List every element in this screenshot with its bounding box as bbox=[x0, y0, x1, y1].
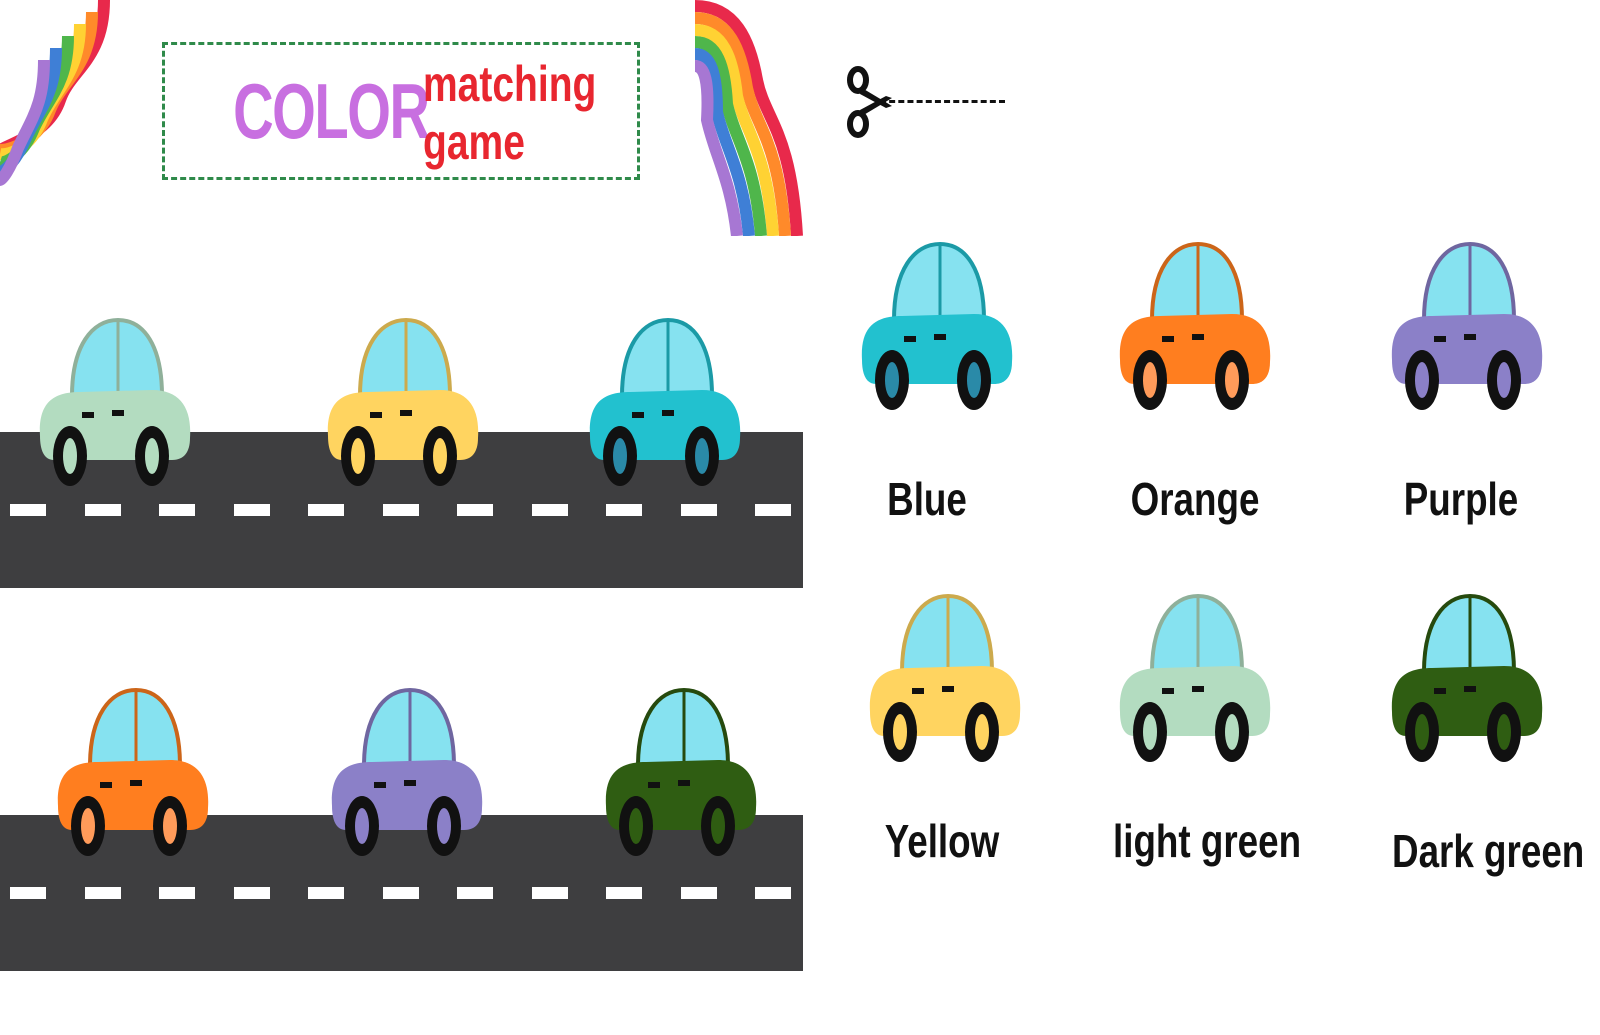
lane-dash bbox=[159, 887, 195, 899]
road-car-6[interactable] bbox=[600, 686, 760, 862]
road-2 bbox=[0, 815, 803, 971]
scissors-icon bbox=[846, 66, 896, 142]
lane-dash bbox=[755, 887, 791, 899]
lane-dash bbox=[755, 504, 791, 516]
car-icon bbox=[589, 317, 741, 486]
lane-dash bbox=[233, 887, 270, 899]
car-icon bbox=[1119, 593, 1271, 762]
lane-dash bbox=[10, 504, 46, 516]
label-orange: Orange bbox=[1130, 473, 1260, 525]
lane-dash bbox=[531, 504, 568, 516]
lane-markings bbox=[0, 887, 803, 899]
cutout-car-purple[interactable] bbox=[1386, 240, 1546, 416]
title-frame: COLOR matching game bbox=[162, 42, 640, 180]
lane-dash bbox=[382, 504, 419, 516]
road-car-5[interactable] bbox=[326, 686, 486, 862]
lane-dash bbox=[308, 504, 344, 516]
road-car-2[interactable] bbox=[322, 316, 482, 492]
lane-dash bbox=[680, 504, 717, 516]
cut-line bbox=[880, 100, 1005, 103]
label-light-green: light green bbox=[1113, 815, 1302, 867]
cutout-car-orange[interactable] bbox=[1114, 240, 1274, 416]
label-yellow: Yellow bbox=[884, 815, 1000, 867]
lane-dash bbox=[84, 887, 121, 899]
cutout-car-light-green[interactable] bbox=[1114, 592, 1274, 768]
road-car-1[interactable] bbox=[34, 316, 194, 492]
road-car-4[interactable] bbox=[52, 686, 212, 862]
car-icon bbox=[1391, 593, 1543, 762]
car-icon bbox=[1391, 241, 1543, 410]
car-icon bbox=[327, 317, 479, 486]
lane-dash bbox=[10, 887, 46, 899]
car-icon bbox=[331, 687, 483, 856]
rainbow-right-icon bbox=[695, 0, 803, 236]
lane-dash bbox=[457, 504, 493, 516]
car-icon bbox=[57, 687, 209, 856]
label-purple: Purple bbox=[1403, 473, 1519, 525]
lane-dash bbox=[233, 504, 270, 516]
lane-dash bbox=[84, 504, 121, 516]
label-dark-green: Dark green bbox=[1392, 825, 1585, 877]
cutout-car-dark-green[interactable] bbox=[1386, 592, 1546, 768]
lane-dash bbox=[382, 887, 419, 899]
car-icon bbox=[869, 593, 1021, 762]
car-icon bbox=[1119, 241, 1271, 410]
road-car-3[interactable] bbox=[584, 316, 744, 492]
title-subtitle: matching game bbox=[422, 56, 597, 170]
lane-dash bbox=[159, 504, 195, 516]
lane-dash bbox=[308, 887, 344, 899]
car-icon bbox=[861, 241, 1013, 410]
lane-dash bbox=[680, 887, 717, 899]
title-word: COLOR bbox=[233, 66, 430, 155]
cutout-car-blue[interactable] bbox=[856, 240, 1016, 416]
rainbow-left-icon bbox=[0, 0, 110, 245]
cutout-car-yellow[interactable] bbox=[864, 592, 1024, 768]
car-icon bbox=[605, 687, 757, 856]
car-icon bbox=[39, 317, 191, 486]
lane-dash bbox=[606, 887, 642, 899]
lane-dash bbox=[606, 504, 642, 516]
label-blue: Blue bbox=[887, 473, 967, 525]
lane-dash bbox=[457, 887, 493, 899]
lane-dash bbox=[531, 887, 568, 899]
lane-markings bbox=[0, 504, 803, 516]
